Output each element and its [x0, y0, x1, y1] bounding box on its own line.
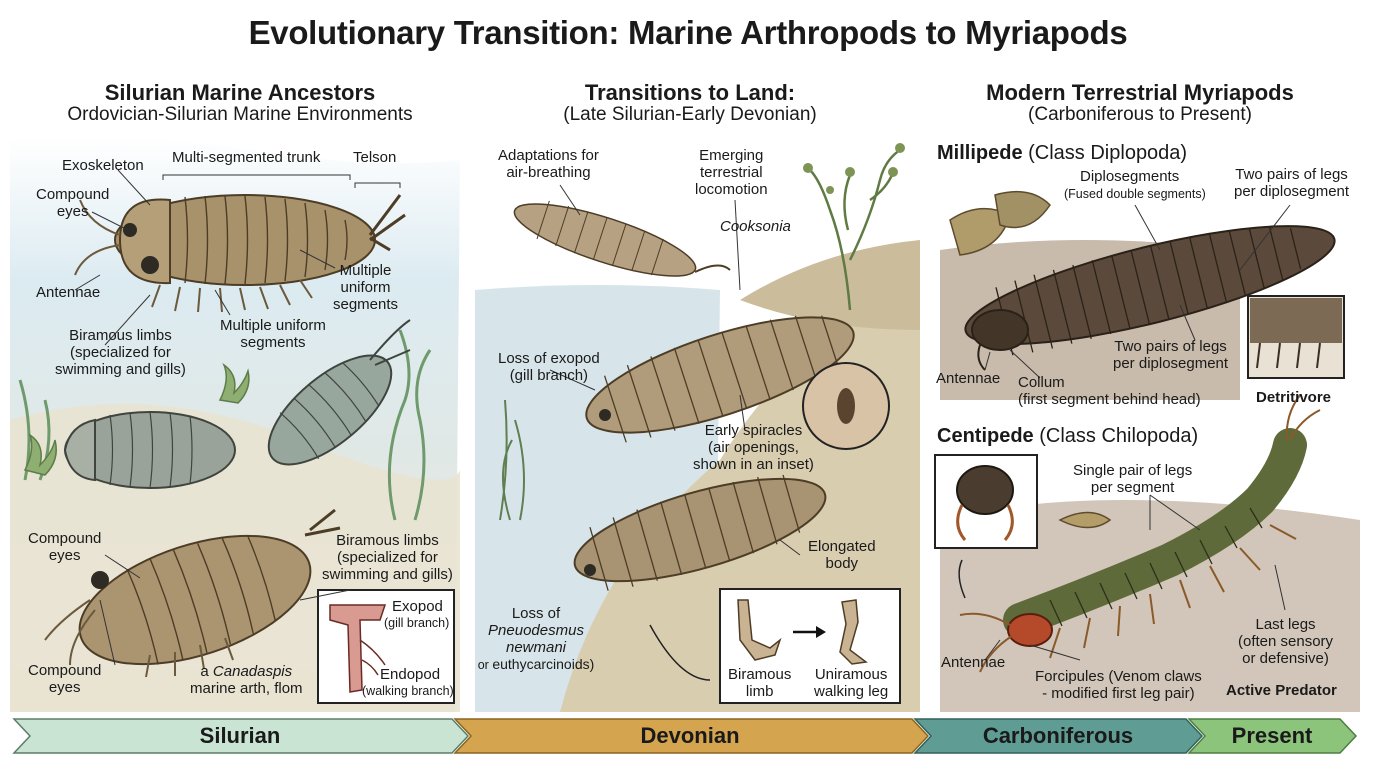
label-antennae-marine: Antennae: [36, 284, 101, 301]
column-title-modern: Modern Terrestrial Myriapods: [986, 80, 1294, 105]
label-compound-eyes-1: Compound eyes: [36, 186, 110, 220]
label-antennae-millipede: Antennae: [936, 370, 1001, 387]
label-endopod-sub: (walking branch): [362, 684, 454, 698]
label-biramous-limb: Biramous limb: [728, 666, 792, 700]
page-title: Evolutionary Transition: Marine Arthropo…: [248, 14, 1128, 51]
label-exoskeleton: Exoskeleton: [62, 157, 144, 174]
label-compound-eyes-2: Compound eyes: [28, 530, 102, 564]
label-two-pairs-mid: Two pairs of legs per diplosegment: [1113, 338, 1229, 372]
label-diplosegments-sub: (Fused double segments): [1064, 187, 1206, 201]
label-multi-segmented-trunk: Multi-segmented trunk: [172, 149, 321, 166]
label-telson: Telson: [353, 149, 397, 166]
label-two-pairs-top: Two pairs of legs per diplosegment: [1234, 166, 1350, 200]
column-subtitle-marine: Ordovician-Silurian Marine Environments: [67, 104, 413, 125]
label-diplosegments: Diplosegments: [1080, 168, 1180, 185]
transitional-arthropod-3: [573, 474, 827, 591]
timeline-carboniferous: Carboniferous: [982, 723, 1134, 748]
label-collum: Collum (first segment behind head): [1018, 374, 1201, 408]
transitional-arthropod-1: [513, 200, 731, 277]
centipede-scene: [940, 394, 1360, 712]
label-loss-of-exopod: Loss of exopod (gill branch): [498, 350, 600, 384]
label-elongated-body: Elongated body: [808, 538, 876, 572]
column-title-transition: Transitions to Land:: [584, 80, 796, 105]
marine-arthropod-4: [44, 508, 341, 678]
label-cooksonia: Cooksonia: [720, 218, 791, 235]
timeline-present: Present: [1231, 723, 1313, 748]
millipede-scene: [940, 190, 1336, 400]
label-endopod: Endopod: [380, 666, 441, 683]
centipede-heading: Centipede (Class Chilopoda): [937, 425, 1199, 447]
label-compound-eyes-3: Compound eyes: [28, 662, 102, 696]
label-active-predator: Active Predator: [1226, 682, 1337, 699]
label-uniramous-leg: Uniramous walking leg: [814, 666, 889, 700]
label-detritivore: Detritivore: [1256, 389, 1332, 406]
coral: [23, 362, 250, 476]
marine-arthropod-1: [74, 194, 406, 313]
label-forcipules: Forcipules (Venom claws - modified first…: [1035, 668, 1202, 702]
label-single-pair: Single pair of legs per segment: [1073, 462, 1193, 496]
timeline-silurian: Silurian: [199, 723, 281, 748]
column-subtitle-transition: (Late Silurian-Early Devonian): [563, 104, 817, 125]
label-antennae-centipede: Antennae: [941, 654, 1006, 671]
column-title-marine: Silurian Marine Ancestors: [104, 80, 376, 105]
cooksonia-plant: [809, 148, 901, 311]
label-early-spiracles: Early spiracles (air openings, shown in …: [693, 422, 814, 473]
transitional-arthropod-2: [585, 315, 855, 443]
label-air-breathing: Adaptations for air-breathing: [498, 147, 599, 181]
column-subtitle-modern: (Carboniferous to Present): [1028, 104, 1252, 125]
label-emerging-locomotion: Emerging terrestrial locomotion: [695, 147, 768, 198]
label-multiple-uniform-segments-mid: Multiple uniform segments: [220, 317, 326, 351]
label-canadaspis: a Canadaspis marine arth, flom: [190, 663, 303, 697]
label-pneuodesmus: Loss of Pneuodesmus newmani or euthycarc…: [477, 605, 595, 672]
label-exopod: Exopod: [392, 598, 443, 615]
limb-inset: [317, 589, 455, 704]
water-plants: [499, 399, 525, 521]
leader-lines: [74, 169, 1291, 666]
timeline-devonian: Devonian: [640, 723, 740, 748]
spiracle-inset: [802, 362, 890, 450]
limb-comparison-inset: [719, 588, 901, 704]
label-multiple-uniform-segments-right: Multiple uniform segments: [333, 262, 399, 313]
detritivore-inset: [1247, 295, 1345, 379]
label-exopod-sub: (gill branch): [384, 616, 450, 630]
millipede-heading: Millipede (Class Diplopoda): [937, 142, 1188, 164]
marine-arthropod-2: [63, 411, 236, 489]
label-biramous-limbs-1: Biramous limbs (specialized for swimming…: [55, 327, 186, 378]
label-last-legs: Last legs (often sensory or defensive): [1238, 616, 1334, 667]
timeline-bands: [12, 718, 1358, 754]
forcipule-inset: [934, 454, 1038, 549]
marine-arthropod-3: [267, 319, 411, 466]
label-biramous-limbs-2: Biramous limbs (specialized for swimming…: [322, 532, 453, 583]
